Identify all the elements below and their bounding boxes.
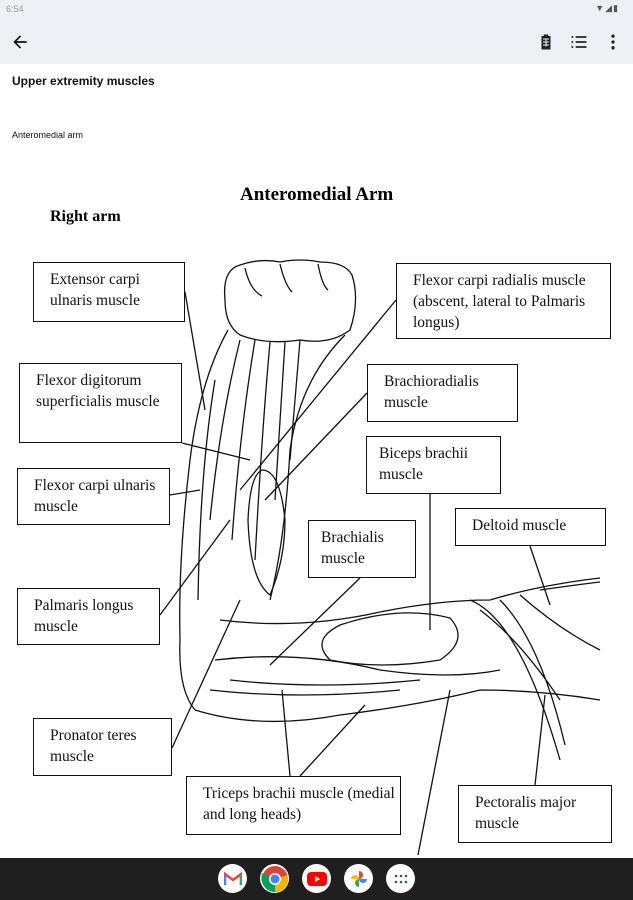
status-icons: ▼◢▮ [595, 3, 619, 14]
app-grid-icon [394, 874, 407, 883]
back-button[interactable] [6, 28, 34, 56]
app-drawer-button[interactable] [386, 864, 415, 893]
taskbar-dock [0, 858, 633, 900]
signal-icon: ◢ [605, 3, 614, 13]
chrome-app[interactable] [260, 864, 289, 893]
label-palmaris-longus: Palmaris longus muscle [17, 588, 160, 645]
figure-title: Anteromedial Arm [240, 184, 394, 205]
photos-icon [350, 870, 367, 887]
label-deltoid: Deltoid muscle [455, 508, 606, 546]
label-biceps-brachii: Biceps brachii muscle [366, 436, 501, 494]
list-button[interactable] [565, 28, 593, 56]
list-icon [571, 36, 587, 48]
status-bar: 6:54 ▼◢▮ [0, 0, 633, 20]
figure-side-label: Right arm [50, 208, 121, 225]
gmail-app[interactable] [218, 864, 247, 893]
label-flexor-carpi-ulnaris: Flexor carpi ulnaris muscle [17, 468, 170, 525]
label-triceps-brachii: Triceps brachii muscle (medial and long … [186, 776, 401, 835]
photos-app[interactable] [344, 864, 373, 893]
document-title: Upper extremity muscles [12, 74, 155, 88]
label-brachioradialis: Brachioradialis muscle [367, 364, 518, 422]
document-subtitle: Anteromedial arm [12, 130, 84, 140]
back-arrow-icon [13, 35, 27, 49]
label-pronator-teres: Pronator teres muscle [33, 718, 172, 776]
label-brachialis: Brachialis muscle [308, 520, 416, 578]
battery-icon: ▮ [613, 3, 619, 13]
gmail-icon [223, 871, 242, 885]
clipboard-icon [541, 34, 551, 50]
youtube-app[interactable] [302, 864, 331, 893]
app-bar [0, 20, 633, 64]
label-extensor-carpi-ulnaris: Extensor carpi ulnaris muscle [33, 262, 185, 322]
status-time: 6:54 [6, 4, 24, 14]
more-options-button[interactable] [599, 28, 627, 56]
youtube-icon [306, 871, 327, 886]
clipboard-button[interactable] [532, 28, 560, 56]
label-pectoralis-major: Pectoralis major muscle [458, 785, 612, 843]
chrome-icon [260, 865, 288, 892]
label-flexor-carpi-radialis: Flexor carpi radialis muscle (abscent, l… [396, 263, 611, 339]
arm-muscle-illustration [159, 259, 601, 856]
wifi-icon: ▼ [595, 3, 606, 13]
more-vert-icon [611, 34, 615, 50]
label-flexor-digitorum-superficialis: Flexor digitorum superficialis muscle [19, 363, 182, 443]
